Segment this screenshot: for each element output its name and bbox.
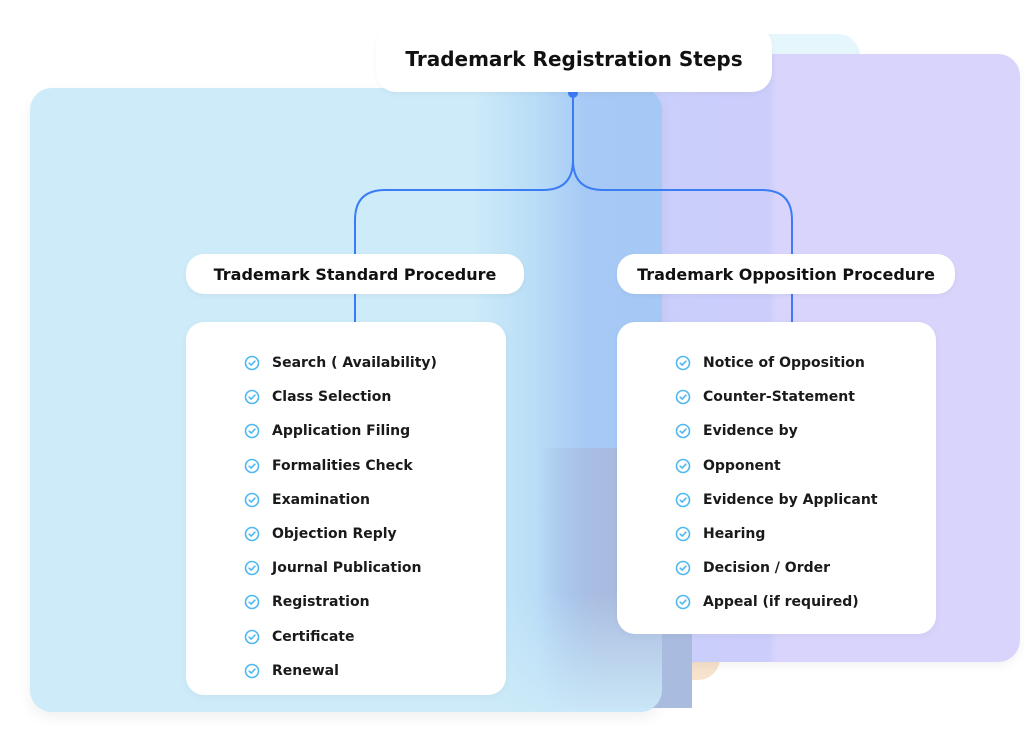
standard-procedure-card: Search ( Availability) Class Selection A… bbox=[186, 322, 506, 695]
check-circle-icon bbox=[675, 355, 691, 371]
check-circle-icon bbox=[244, 663, 260, 679]
list-item-label: Renewal bbox=[272, 662, 339, 679]
check-circle-icon bbox=[244, 389, 260, 405]
check-circle-icon bbox=[675, 560, 691, 576]
check-circle-icon bbox=[244, 355, 260, 371]
list-item: Appeal (if required) bbox=[675, 585, 878, 619]
opposition-procedure-card: Notice of Opposition Counter-Statement E… bbox=[617, 322, 936, 634]
list-item: Decision / Order bbox=[675, 551, 878, 585]
check-circle-icon bbox=[675, 526, 691, 542]
list-item: Counter-Statement bbox=[675, 380, 878, 414]
list-item-label: Class Selection bbox=[272, 389, 392, 406]
list-item: Evidence by bbox=[675, 414, 878, 448]
check-circle-icon bbox=[244, 458, 260, 474]
list-item: Opponent bbox=[675, 449, 878, 483]
check-circle-icon bbox=[675, 458, 691, 474]
list-item-label: Certificate bbox=[272, 628, 355, 645]
opposition-procedure-list: Notice of Opposition Counter-Statement E… bbox=[675, 346, 878, 620]
check-circle-icon bbox=[244, 560, 260, 576]
list-item-label: Registration bbox=[272, 594, 370, 611]
list-item-label: Application Filing bbox=[272, 423, 411, 440]
list-item-label: Hearing bbox=[703, 526, 766, 543]
check-circle-icon bbox=[675, 492, 691, 508]
check-circle-icon bbox=[244, 492, 260, 508]
check-circle-icon bbox=[244, 629, 260, 645]
list-item: Evidence by Applicant bbox=[675, 483, 878, 517]
check-circle-icon bbox=[675, 389, 691, 405]
list-item-label: Notice of Opposition bbox=[703, 355, 865, 372]
list-item-label: Opponent bbox=[703, 457, 781, 474]
list-item-label: Search ( Availability) bbox=[272, 355, 437, 372]
diagram-title: Trademark Registration Steps bbox=[376, 26, 772, 92]
check-circle-icon bbox=[244, 423, 260, 439]
list-item: Objection Reply bbox=[244, 517, 437, 551]
check-circle-icon bbox=[675, 594, 691, 610]
list-item-label: Evidence by bbox=[703, 423, 798, 440]
list-item-label: Formalities Check bbox=[272, 457, 413, 474]
standard-procedure-heading: Trademark Standard Procedure bbox=[186, 254, 524, 294]
list-item-label: Examination bbox=[272, 491, 370, 508]
list-item: Journal Publication bbox=[244, 551, 437, 585]
list-item-label: Decision / Order bbox=[703, 560, 831, 577]
list-item-label: Evidence by Applicant bbox=[703, 491, 878, 508]
list-item: Application Filing bbox=[244, 414, 437, 448]
list-item: Examination bbox=[244, 483, 437, 517]
standard-procedure-list: Search ( Availability) Class Selection A… bbox=[244, 346, 437, 688]
check-circle-icon bbox=[675, 423, 691, 439]
list-item: Search ( Availability) bbox=[244, 346, 437, 380]
list-item-label: Appeal (if required) bbox=[703, 594, 859, 611]
list-item-label: Objection Reply bbox=[272, 526, 397, 543]
list-item: Hearing bbox=[675, 517, 878, 551]
list-item: Class Selection bbox=[244, 380, 437, 414]
list-item: Registration bbox=[244, 585, 437, 619]
list-item: Certificate bbox=[244, 620, 437, 654]
list-item: Formalities Check bbox=[244, 449, 437, 483]
list-item-label: Journal Publication bbox=[272, 560, 422, 577]
list-item: Notice of Opposition bbox=[675, 346, 878, 380]
check-circle-icon bbox=[244, 526, 260, 542]
list-item: Renewal bbox=[244, 654, 437, 688]
list-item-label: Counter-Statement bbox=[703, 389, 855, 406]
opposition-procedure-heading: Trademark Opposition Procedure bbox=[617, 254, 955, 294]
check-circle-icon bbox=[244, 594, 260, 610]
